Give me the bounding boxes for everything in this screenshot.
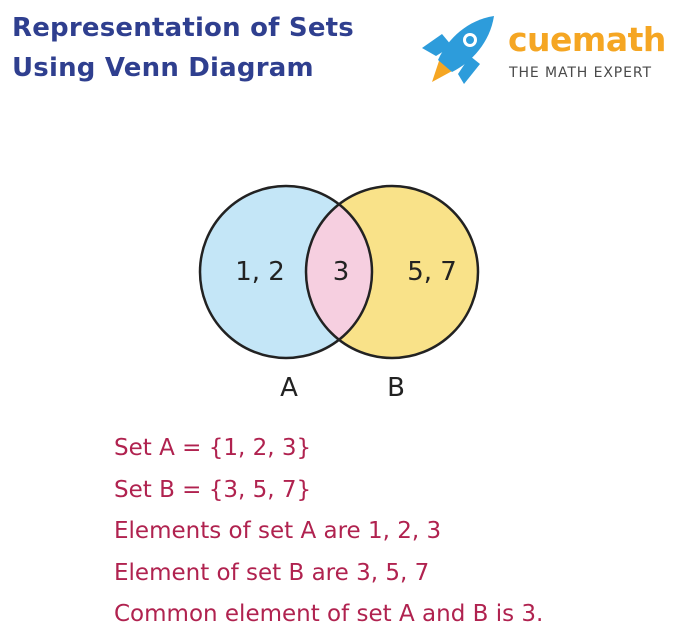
set-notes: Set A = {1, 2, 3} Set B = {3, 5, 7} Elem… <box>114 428 543 636</box>
rocket-icon <box>422 16 494 84</box>
page-title: Representation of Sets Using Venn Diagra… <box>12 8 354 88</box>
set-b-outline <box>304 184 480 360</box>
set-b-only-elements: 5, 7 <box>407 257 457 287</box>
intersection-elements: 3 <box>333 257 350 287</box>
intersection-region <box>306 186 372 358</box>
venn-diagram: 1, 2 3 5, 7 A B <box>198 184 480 403</box>
set-a-outline <box>198 184 374 360</box>
set-a-only-elements: 1, 2 <box>235 257 285 287</box>
brand-name: cuemath <box>508 20 666 59</box>
brand-tagline: THE MATH EXPERT <box>509 65 652 81</box>
set-a-label: A <box>280 373 298 403</box>
note-line: Common element of set A and B is 3. <box>114 601 544 627</box>
set-b-label: B <box>387 373 405 403</box>
note-line: Elements of set A are 1, 2, 3 <box>114 518 442 544</box>
note-line: Element of set B are 3, 5, 7 <box>114 559 430 586</box>
title-line-1: Representation of Sets <box>12 13 354 43</box>
note-line: Set B = {3, 5, 7} <box>114 476 312 503</box>
cuemath-logo: cuemath THE MATH EXPERT <box>418 12 674 88</box>
title-line-2: Using Venn Diagram <box>12 53 314 83</box>
note-line: Set A = {1, 2, 3} <box>114 435 312 461</box>
